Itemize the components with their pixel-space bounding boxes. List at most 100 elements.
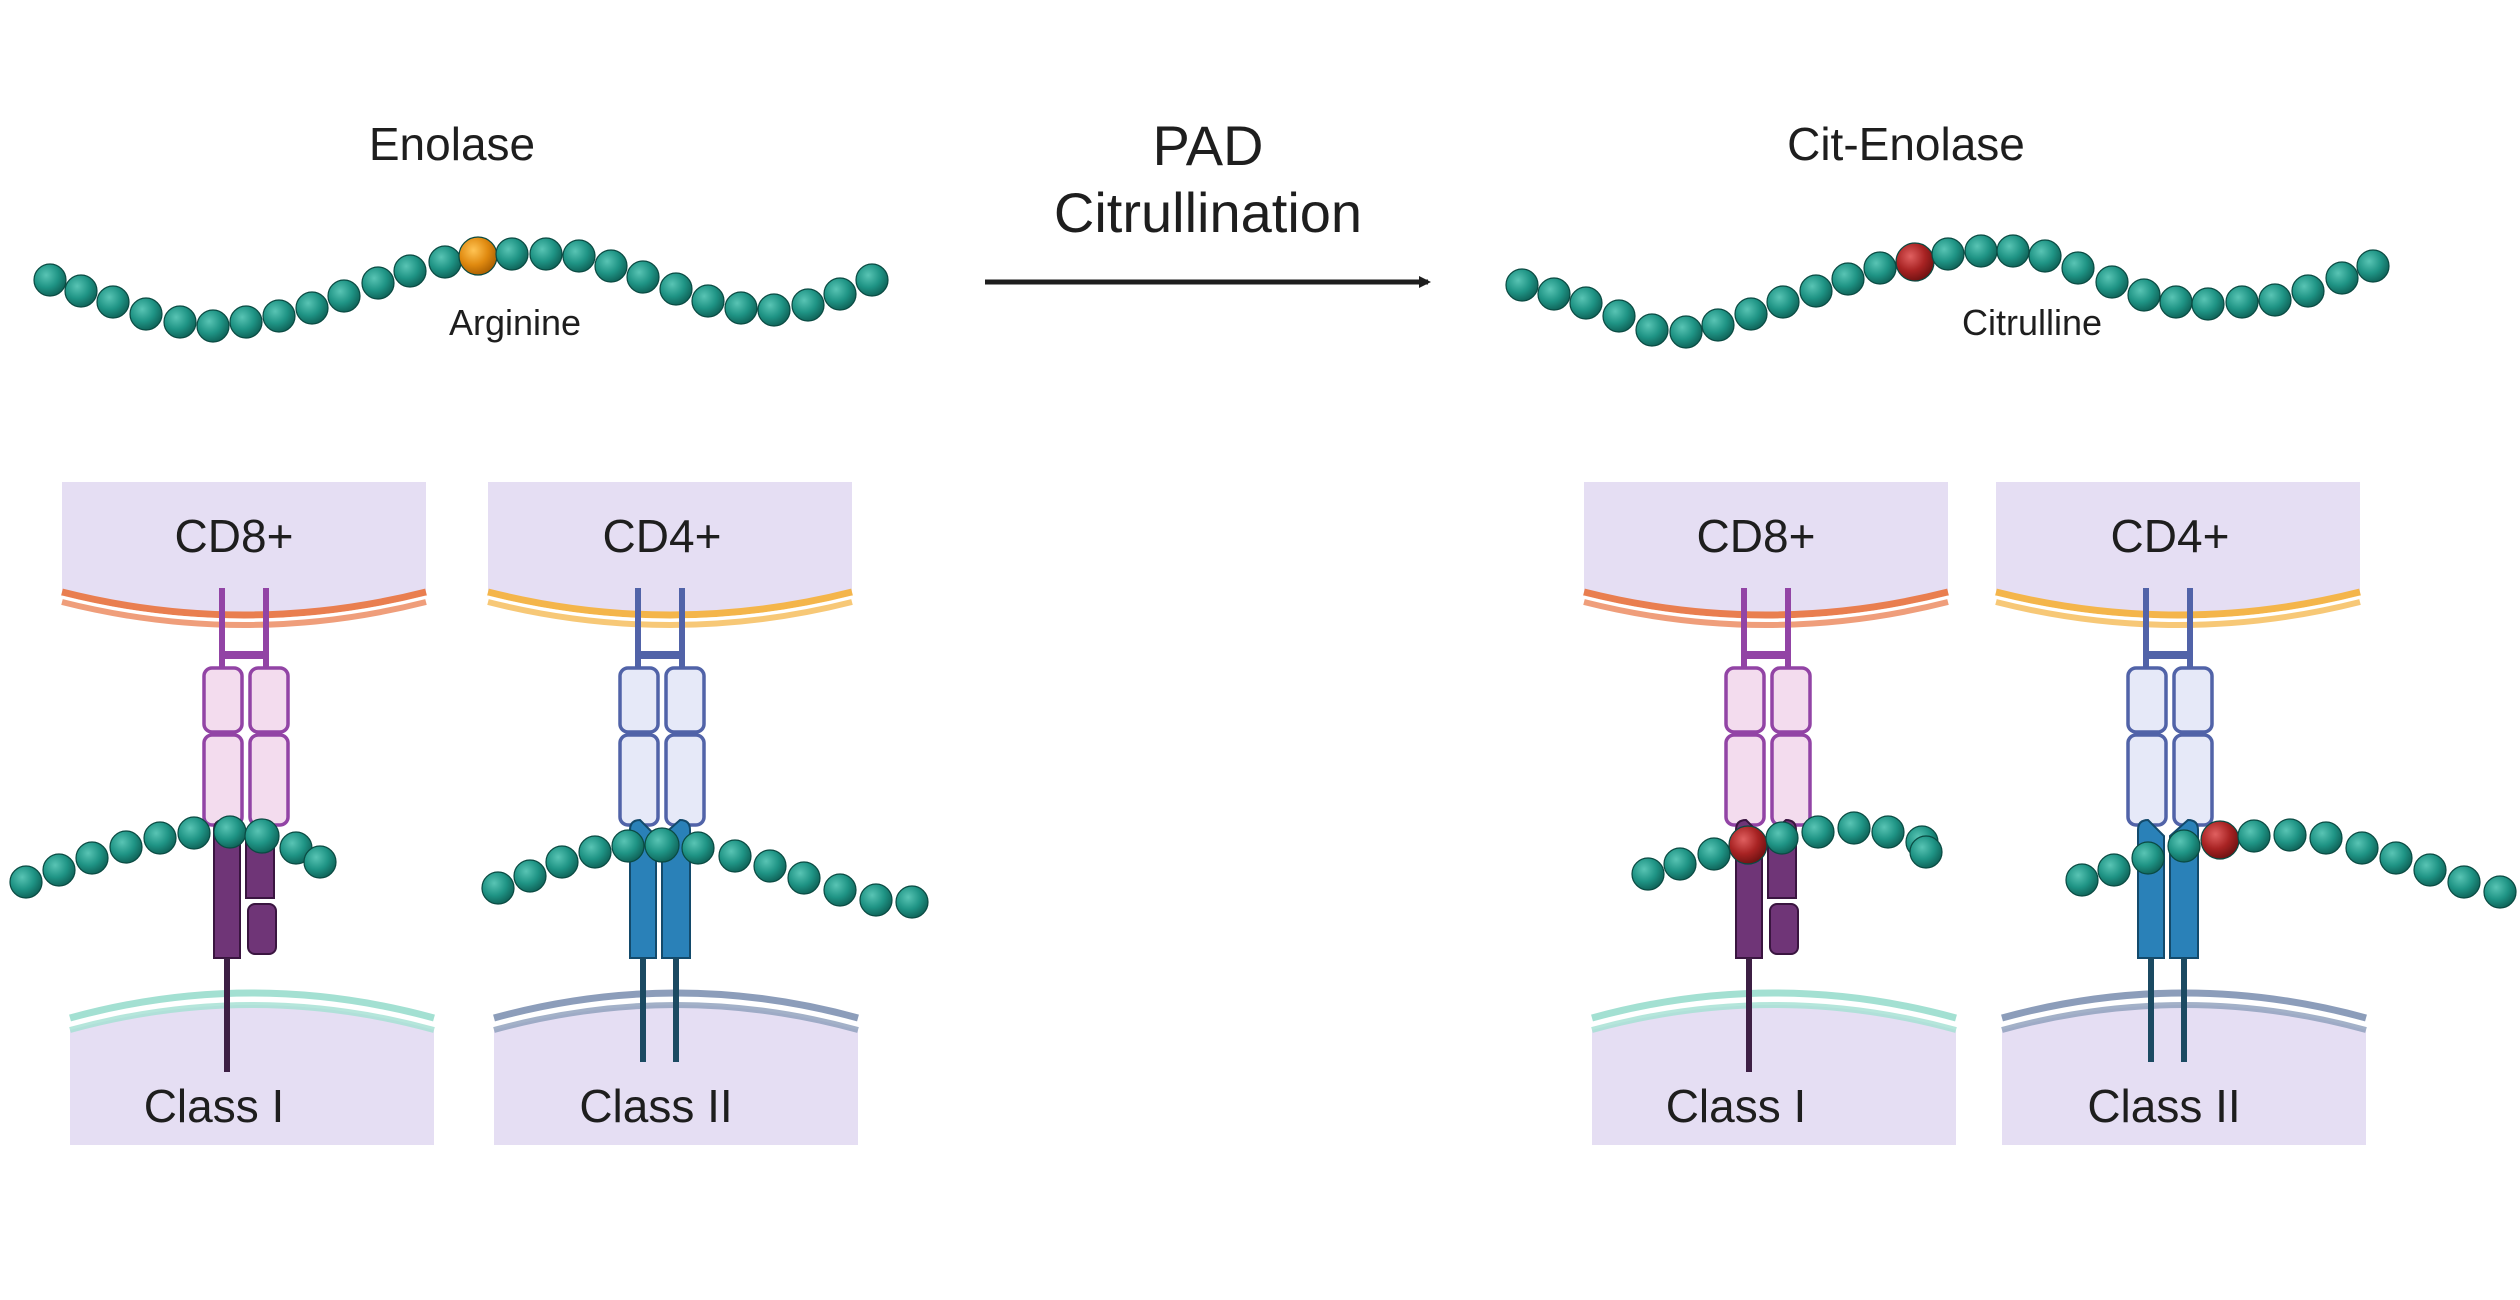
tcr-domain: [664, 733, 706, 827]
amino-acid-bead: [9, 865, 43, 899]
amino-acid-bead: [562, 239, 596, 273]
amino-acid-bead: [2097, 853, 2131, 887]
amino-acid-bead: [495, 237, 529, 271]
tcr-domain: [1770, 733, 1812, 827]
beta2-microglobulin: [1769, 903, 1799, 955]
t-cell: [1996, 482, 2360, 615]
title-enolase: Enolase: [369, 118, 535, 170]
amino-acid-bead: [1931, 237, 1965, 271]
tcr-domain: [2172, 666, 2214, 734]
amino-acid-bead: [2309, 821, 2343, 855]
panel-4: CD4+Class II: [1995, 482, 2517, 1145]
amino-acid-bead: [177, 816, 211, 850]
amino-acid-bead: [295, 291, 329, 325]
t-cell-membrane: [1583, 588, 1949, 619]
amino-acid-bead: [2191, 287, 2225, 321]
panel-1: CD8+ Class I: [9, 482, 435, 1145]
amino-acid-bead: [1996, 234, 2030, 268]
amino-acid-bead: [2356, 249, 2390, 283]
amino-acid-bead: [2167, 829, 2201, 863]
amino-acid-bead: [2379, 841, 2413, 875]
tcr-domain: [664, 666, 706, 734]
title-cit-enolase: Cit-Enolase: [1787, 118, 2025, 170]
amino-acid-bead: [855, 263, 889, 297]
amino-acid-bead: [1837, 811, 1871, 845]
process-label-citrullination: Citrullination: [1054, 181, 1362, 244]
tcr-domain: [248, 666, 290, 734]
peptide-chain: [481, 827, 929, 919]
amino-acid-bead: [2131, 841, 2165, 875]
amino-acid-bead: [1863, 251, 1897, 285]
citrulline-residue: [2200, 820, 2240, 860]
amino-acid-bead: [611, 829, 645, 863]
amino-acid-bead: [1871, 815, 1905, 849]
amino-acid-bead: [481, 871, 515, 905]
peptide-chain: [9, 815, 337, 899]
t-cell-membrane: [487, 599, 853, 628]
amino-acid-bead: [1505, 268, 1539, 302]
amino-acid-bead: [213, 815, 247, 849]
amino-acid-bead: [859, 883, 893, 917]
amino-acid-bead: [428, 245, 462, 279]
tcr-domain: [1724, 666, 1766, 734]
amino-acid-bead: [787, 861, 821, 895]
amino-acid-bead: [2291, 274, 2325, 308]
mhc-class-label: Class II: [579, 1080, 732, 1132]
amino-acid-bead: [2258, 283, 2292, 317]
t-cell-membrane: [61, 588, 427, 619]
amino-acid-bead: [109, 830, 143, 864]
citrulline-label: Citrulline: [1962, 302, 2102, 343]
t-cell-membrane: [1995, 588, 2361, 619]
amino-acid-bead: [1765, 821, 1799, 855]
amino-acid-bead: [724, 291, 758, 325]
citrulline-residue: [1728, 825, 1768, 865]
amino-acid-bead: [1635, 313, 1669, 347]
beta2-microglobulin: [247, 903, 277, 955]
amino-acid-bead: [757, 293, 791, 327]
amino-acid-bead: [1701, 308, 1735, 342]
amino-acid-bead: [681, 831, 715, 865]
amino-acid-bead: [327, 279, 361, 313]
mhc-class-label: Class I: [144, 1080, 285, 1132]
amino-acid-bead: [753, 849, 787, 883]
amino-acid-bead: [2325, 261, 2359, 295]
amino-acid-bead: [196, 309, 230, 343]
t-cell-label: CD8+: [175, 510, 294, 562]
amino-acid-bead: [229, 305, 263, 339]
amino-acid-bead: [143, 821, 177, 855]
apc-membrane: [69, 1002, 435, 1033]
amino-acid-bead: [513, 859, 547, 893]
t-cell-membrane: [487, 588, 853, 619]
apc-cell: [70, 1005, 434, 1145]
arginine-label: Arginine: [449, 302, 581, 343]
amino-acid-bead: [1697, 837, 1731, 871]
apc-cell: [494, 1005, 858, 1145]
citrulline-residue: [1895, 242, 1935, 282]
amino-acid-bead: [2413, 853, 2447, 887]
t-cell: [488, 482, 852, 615]
apc-membrane: [1591, 989, 1957, 1022]
enolase-chain: [33, 236, 889, 343]
tcr-domain: [2126, 666, 2168, 734]
cit-enolase-chain: [1505, 234, 2390, 349]
amino-acid-bead: [361, 266, 395, 300]
amino-acid-bead: [163, 305, 197, 339]
amino-acid-bead: [2065, 863, 2099, 897]
amino-acid-bead: [64, 274, 98, 308]
amino-acid-bead: [2483, 875, 2517, 909]
amino-acid-bead: [578, 835, 612, 869]
arginine-residue: [644, 827, 680, 863]
amino-acid-bead: [75, 841, 109, 875]
amino-acid-bead: [1964, 234, 1998, 268]
amino-acid-bead: [1831, 262, 1865, 296]
tcr-domain: [202, 733, 244, 827]
amino-acid-bead: [129, 297, 163, 331]
amino-acid-bead: [2225, 285, 2259, 319]
amino-acid-bead: [1909, 835, 1943, 869]
amino-acid-bead: [791, 288, 825, 322]
amino-acid-bead: [718, 839, 752, 873]
amino-acid-bead: [42, 853, 76, 887]
